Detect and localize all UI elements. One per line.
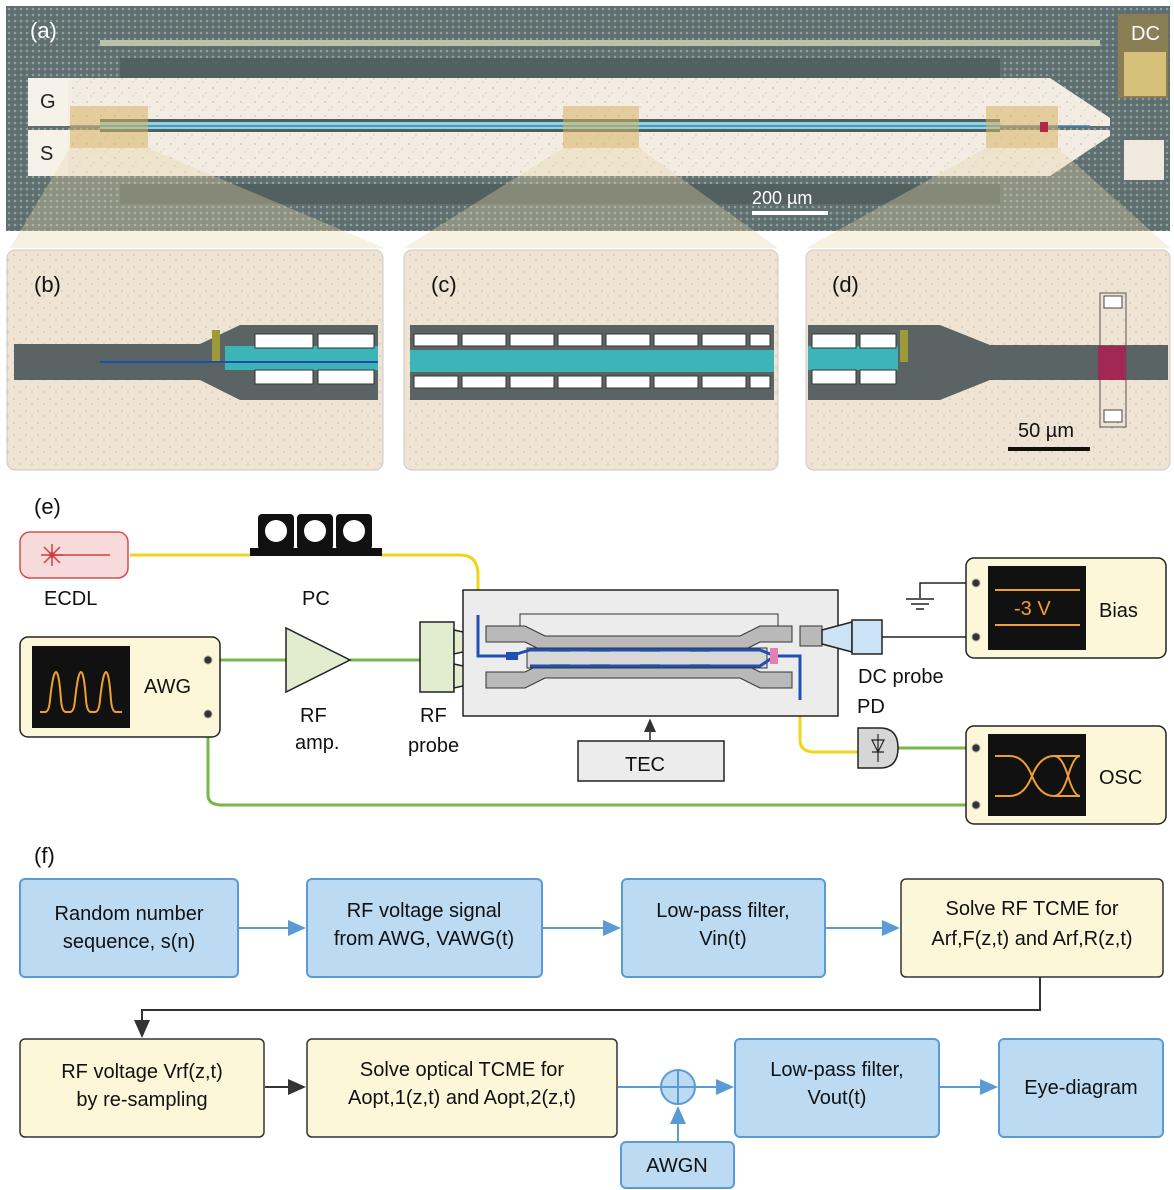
flow-box-6-line-1: Solve optical TCME for	[360, 1059, 564, 1081]
awg-label: AWG	[144, 676, 191, 698]
rf-probe-label-1: RF	[420, 705, 447, 727]
flow-box-rf-resampling: RF voltage Vrf(z,t) by re-sampling	[20, 1039, 264, 1137]
zoom-panel-c	[404, 250, 778, 470]
rf-amplifier[interactable]	[286, 628, 350, 692]
flow-box-7-line-2: Vout(t)	[808, 1087, 867, 1109]
flow-box-random-sequence: Random number sequence, s(n)	[20, 879, 238, 977]
ground-symbol	[906, 599, 934, 609]
ecdl-label: ECDL	[44, 588, 97, 610]
zoom-panel-b	[7, 250, 383, 470]
rf-amp-label-1: RF	[300, 705, 327, 727]
flow-box-9-label: AWGN	[646, 1155, 707, 1177]
flow-box-4-line-1: Solve RF TCME for	[946, 898, 1119, 920]
tec-label: TEC	[625, 754, 665, 776]
flow-box-3-line-1: Low-pass filter,	[656, 900, 789, 922]
ecdl-laser[interactable]	[20, 532, 128, 578]
chip-micrograph	[6, 6, 1170, 248]
dc-label: DC	[1131, 23, 1160, 45]
awg-screen	[32, 646, 130, 728]
panel-f-label: (f)	[34, 843, 55, 868]
flow-box-4-line-2: Arf,F(z,t) and Arf,R(z,t)	[931, 928, 1132, 950]
bias-label: Bias	[1099, 600, 1138, 622]
flow-box-2-line-2: from AWG, VAWG(t)	[334, 928, 514, 950]
flow-box-lowpass-in: Low-pass filter, Vin(t)	[622, 879, 825, 977]
s-label: S	[40, 143, 53, 165]
pc-label: PC	[302, 588, 330, 610]
flow-box-rf-voltage-awg: RF voltage signal from AWG, VAWG(t)	[307, 879, 542, 977]
zoom-region-b	[70, 106, 148, 148]
zoom-scale-bar-label: 50 µm	[1018, 420, 1074, 442]
zoom-panel-d	[806, 250, 1170, 470]
flow-box-awgn: AWGN	[621, 1142, 734, 1188]
dc-pad	[1124, 52, 1166, 96]
panel-e-label: (e)	[34, 494, 61, 519]
osc-screen	[988, 734, 1086, 816]
device-chip	[463, 590, 838, 716]
scale-bar-50um	[1008, 447, 1090, 451]
flow-box-7-line-1: Low-pass filter,	[770, 1059, 903, 1081]
panel-d-label: (d)	[832, 272, 859, 297]
flow-box-5-line-1: RF voltage Vrf(z,t)	[61, 1061, 223, 1083]
panel-b-label: (b)	[34, 272, 61, 297]
flow-box-optical-tcme: Solve optical TCME for Aopt,1(z,t) and A…	[307, 1039, 617, 1137]
polarization-controller[interactable]	[250, 514, 382, 556]
pd-label: PD	[857, 696, 885, 718]
flow-box-8-label: Eye-diagram	[1024, 1077, 1137, 1099]
flow-box-eye-diagram: Eye-diagram	[999, 1039, 1163, 1137]
flow-box-3-line-2: Vin(t)	[699, 928, 746, 950]
osc-label: OSC	[1099, 767, 1142, 789]
flow-box-1-line-2: sequence, s(n)	[63, 931, 195, 953]
scale-bar-200um	[752, 211, 828, 215]
flow-box-1-line-1: Random number	[55, 903, 204, 925]
bias-value: -3 V	[1014, 598, 1051, 620]
zoom-region-c	[563, 106, 639, 148]
flow-box-rf-tcme: Solve RF TCME for Arf,F(z,t) and Arf,R(z…	[901, 879, 1163, 977]
photodetector[interactable]	[858, 728, 898, 768]
rf-probe-label-2: probe	[408, 735, 459, 757]
adder-symbol	[661, 1070, 695, 1104]
panel-a-label: (a)	[30, 18, 57, 43]
flow-box-2-line-1: RF voltage signal	[347, 900, 502, 922]
flow-box-lowpass-out: Low-pass filter, Vout(t)	[735, 1039, 939, 1137]
dc-probe-label: DC probe	[858, 666, 944, 688]
flow-box-6-line-2: Aopt,1(z,t) and Aopt,2(z,t)	[348, 1087, 576, 1109]
scale-bar-label: 200 µm	[752, 188, 812, 208]
rf-amp-label-2: amp.	[295, 732, 339, 754]
flow-box-5-line-2: by re-sampling	[76, 1089, 207, 1111]
g-label: G	[40, 91, 56, 113]
panel-c-label: (c)	[431, 272, 457, 297]
